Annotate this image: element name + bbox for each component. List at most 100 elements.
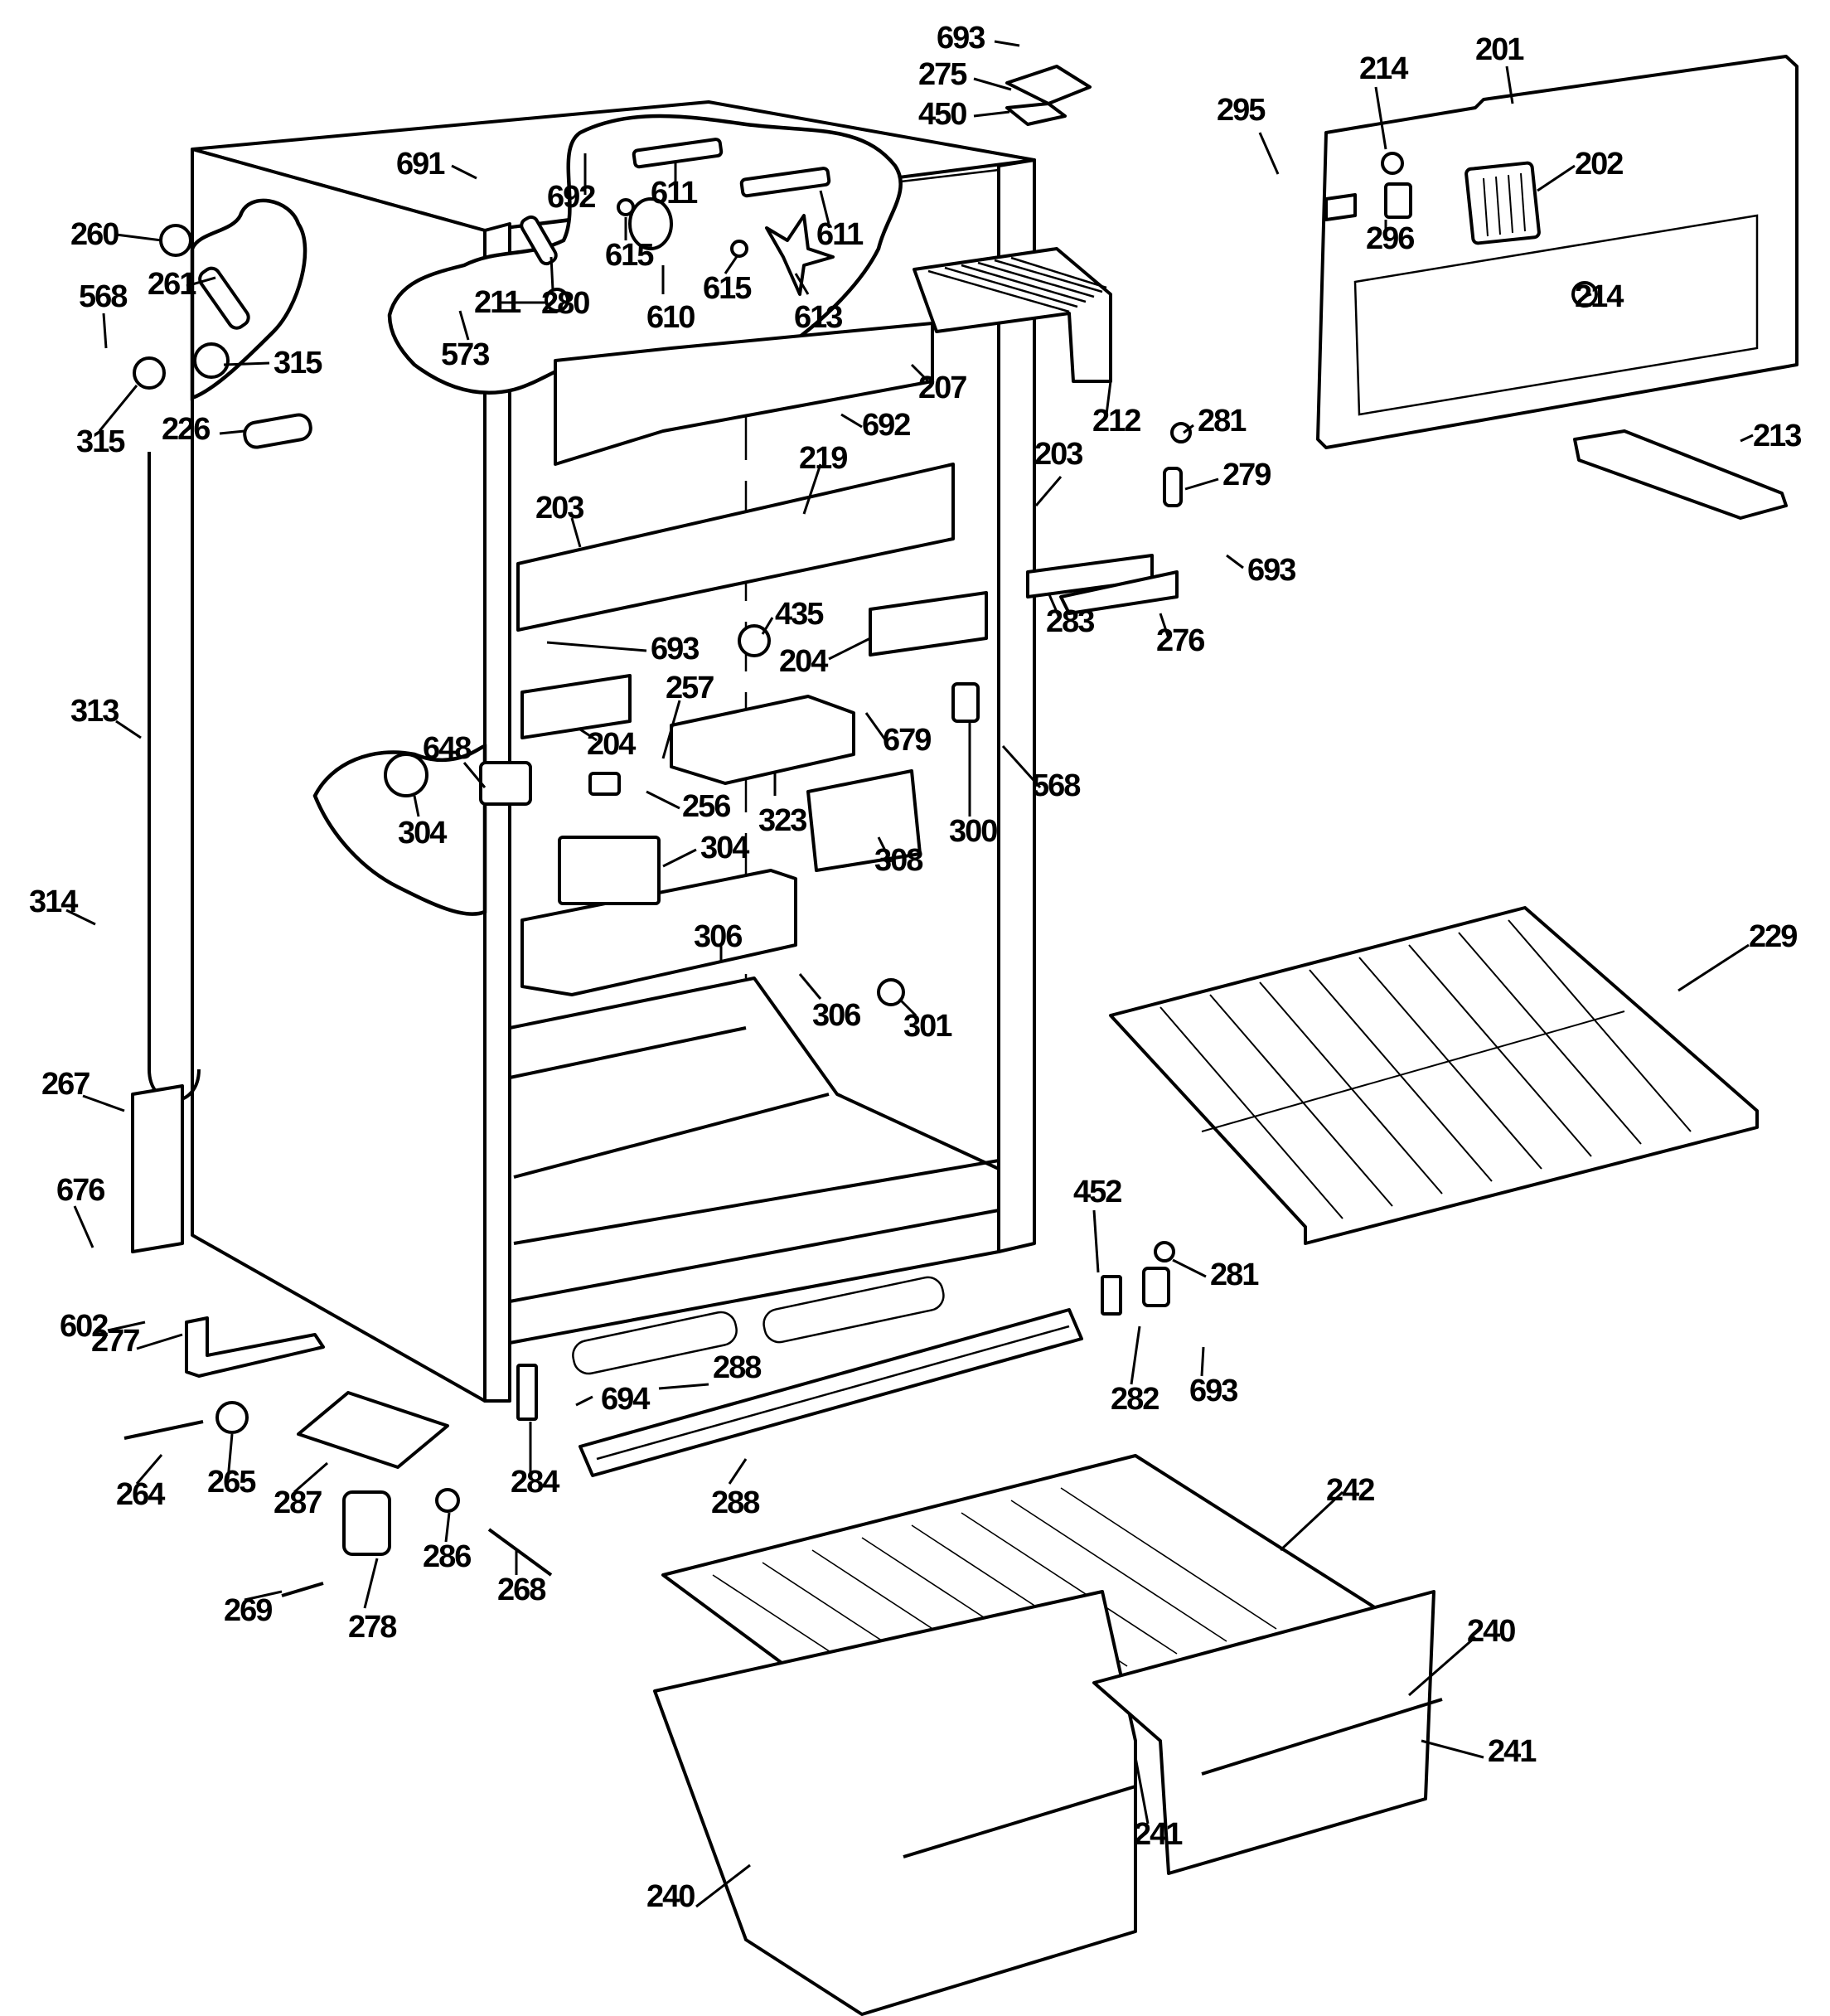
bracket-611a (632, 138, 724, 169)
leader-line-435 (761, 617, 774, 635)
leader-line-288 (728, 1458, 748, 1485)
leader-line-204 (828, 637, 871, 661)
leader-line-615 (724, 254, 739, 274)
leader-line-301 (898, 997, 917, 1017)
bracket-277 (185, 1316, 325, 1378)
bracket-308 (806, 769, 922, 872)
callout-label-284: 284 (511, 1465, 559, 1500)
ice-tray-213 (1573, 429, 1788, 520)
leader-line-693 (1226, 554, 1244, 569)
callout-label-435: 435 (775, 597, 824, 632)
motor-610 (628, 197, 673, 250)
callout-label-287: 287 (274, 1485, 322, 1520)
callout-label-315: 315 (274, 346, 322, 380)
leader-line-304 (662, 848, 697, 868)
callout-label-304: 304 (700, 831, 749, 865)
leader-line-611 (819, 190, 830, 225)
callout-label-242: 242 (1326, 1473, 1374, 1508)
bracket-611b (739, 167, 831, 198)
grommet-615b (730, 240, 748, 258)
leader-line-568 (1001, 744, 1042, 789)
callout-label-295: 295 (1217, 93, 1266, 128)
leader-line-315 (98, 385, 138, 432)
leader-line-308 (877, 836, 893, 863)
leader-line-613 (794, 273, 810, 295)
callout-label-256: 256 (682, 789, 730, 824)
callout-label-452: 452 (1073, 1175, 1121, 1209)
callout-label-204: 204 (587, 727, 636, 762)
callout-label-282: 282 (1111, 1382, 1159, 1417)
leader-line-276 (1159, 613, 1170, 639)
dial-304a (384, 753, 428, 797)
callout-label-260: 260 (70, 217, 119, 252)
callout-label-313: 313 (70, 694, 119, 729)
callout-label-257: 257 (666, 671, 714, 705)
leader-line-280 (549, 256, 554, 291)
washer-281a (1170, 422, 1192, 443)
leader-line-676 (73, 1205, 94, 1248)
leader-line-692 (840, 413, 863, 429)
light-301 (877, 978, 905, 1006)
callout-label-315: 315 (76, 424, 125, 459)
hinge-276 (1059, 570, 1179, 615)
axle-264 (123, 1420, 204, 1440)
leader-line-288 (658, 1383, 709, 1390)
callout-label-306: 306 (812, 998, 860, 1033)
leader-line-306 (798, 973, 822, 1000)
callout-label-229: 229 (1749, 919, 1797, 954)
leader-line-282 (1130, 1325, 1141, 1385)
leader-line-304 (413, 795, 420, 817)
plug-214a (1381, 152, 1404, 175)
pin-269 (281, 1582, 324, 1597)
door-liner-201 (1316, 55, 1799, 449)
front-frame-left (483, 222, 511, 1403)
panel-267 (131, 1084, 184, 1253)
callout-label-300: 300 (949, 814, 997, 849)
switch-256 (588, 772, 621, 796)
callout-label-301: 301 (903, 1009, 952, 1044)
tube-226 (243, 413, 312, 449)
callout-label-279: 279 (1222, 458, 1271, 492)
callout-label-204: 204 (779, 644, 828, 679)
leader-line-269 (244, 1590, 283, 1602)
leader-line-315 (223, 361, 270, 366)
leader-line-240 (1408, 1636, 1476, 1697)
callout-label-240: 240 (646, 1879, 695, 1914)
liner-bottom (508, 976, 1000, 1345)
plug-214b (1571, 281, 1598, 308)
callout-label-241: 241 (1134, 1817, 1183, 1852)
leader-line-568 (102, 313, 108, 349)
crisper-pan-right-240 (1092, 1590, 1443, 1875)
leader-line-203 (1034, 476, 1063, 506)
freezer-shelf-212 (913, 247, 1112, 383)
fresh-food-shelf-229 (1109, 906, 1759, 1245)
cutaway-middle (312, 744, 487, 916)
callout-label-268: 268 (497, 1573, 545, 1607)
leader-line-693 (546, 641, 647, 652)
leader-line-694 (575, 1395, 593, 1407)
front-frame-right (997, 158, 1036, 1253)
callout-label-611: 611 (651, 176, 698, 211)
callout-label-281: 281 (1198, 404, 1247, 439)
leader-line-214 (1582, 293, 1592, 298)
callout-label-269: 269 (224, 1593, 272, 1628)
callout-label-288: 288 (713, 1350, 761, 1385)
plate-284 (516, 1364, 538, 1421)
callout-label-202: 202 (1575, 147, 1623, 182)
callout-label-288: 288 (711, 1485, 759, 1520)
callout-label-296: 296 (1366, 221, 1414, 256)
shim-450 (1005, 102, 1067, 126)
callout-label-615: 615 (703, 271, 752, 306)
callout-label-304: 304 (398, 816, 447, 850)
housing-306 (520, 869, 797, 996)
leader-line-287 (293, 1461, 328, 1494)
callout-label-267: 267 (41, 1067, 90, 1102)
leader-line-281 (1183, 424, 1194, 434)
leader-line-265 (226, 1433, 234, 1480)
callout-label-214: 214 (1359, 51, 1408, 86)
callout-label-679: 679 (883, 723, 931, 758)
screw-268 (487, 1528, 553, 1577)
washer-281b (1154, 1241, 1175, 1262)
leader-line-278 (363, 1558, 379, 1609)
